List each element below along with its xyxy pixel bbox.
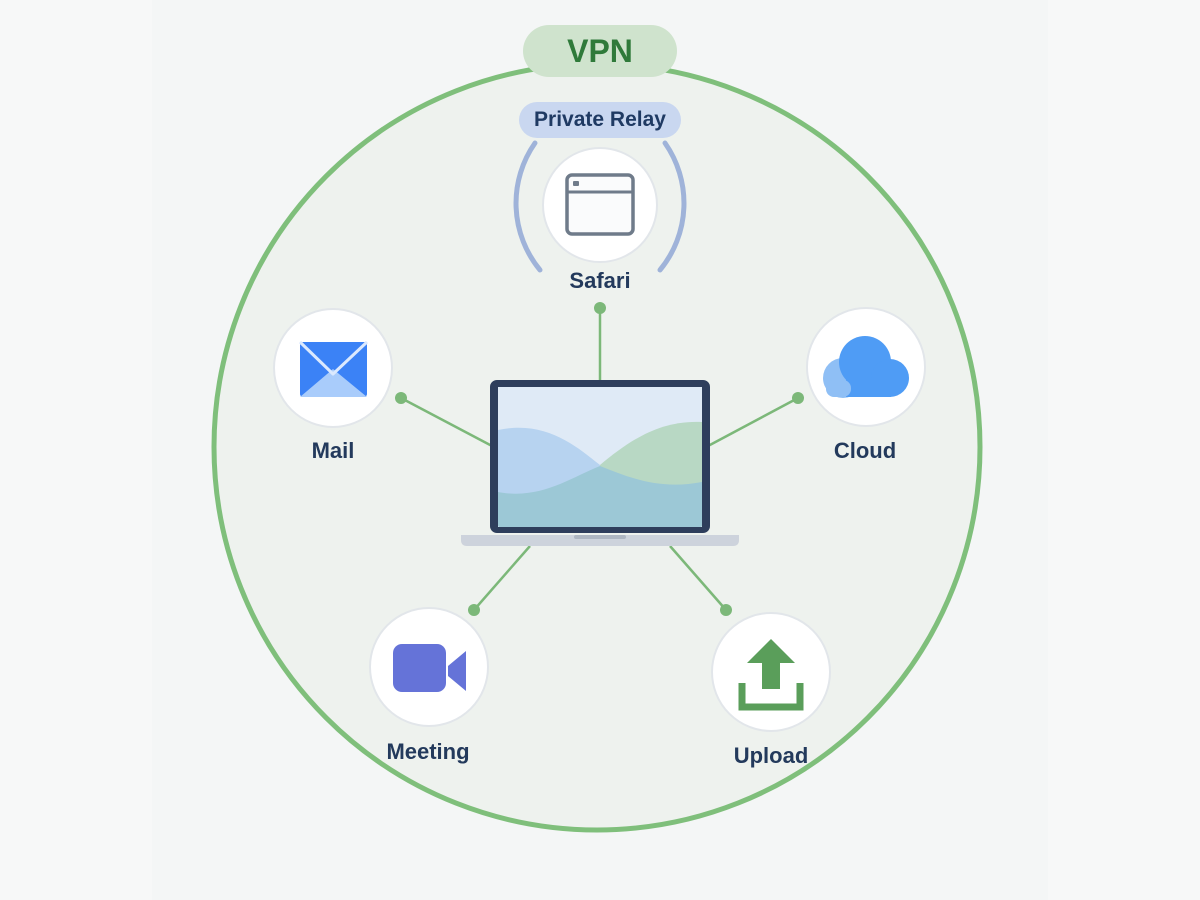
connector-meeting bbox=[473, 545, 531, 611]
meeting-node[interactable] bbox=[369, 607, 489, 727]
relay-arc-right bbox=[657, 140, 687, 273]
mail-label: Mail bbox=[311, 438, 355, 463]
connector-cloud bbox=[707, 396, 799, 448]
connector-upload bbox=[669, 545, 727, 611]
safari-label: Safari bbox=[569, 268, 631, 293]
meeting-label: Meeting bbox=[386, 739, 470, 764]
connector-dot-safari bbox=[594, 302, 606, 314]
safari-node[interactable] bbox=[542, 147, 658, 263]
laptop-base bbox=[461, 535, 739, 546]
right-margin-band bbox=[1048, 0, 1200, 900]
connectors bbox=[400, 308, 799, 611]
connector-dot-cloud bbox=[792, 392, 804, 404]
connector-dot-upload bbox=[720, 604, 732, 616]
left-margin-band bbox=[0, 0, 152, 900]
connector-dot-mail bbox=[395, 392, 407, 404]
connector-dots bbox=[395, 302, 804, 616]
cloud-icon bbox=[823, 336, 909, 398]
upload-label: Upload bbox=[733, 743, 809, 768]
mail-node[interactable] bbox=[273, 308, 393, 428]
cloud-node[interactable] bbox=[806, 307, 926, 427]
upload-node[interactable] bbox=[711, 612, 831, 732]
envelope-icon bbox=[298, 340, 369, 397]
connector-mail bbox=[400, 396, 493, 448]
video-camera-icon bbox=[393, 644, 466, 692]
upload-arrow-icon bbox=[738, 639, 804, 711]
relay-arc-left bbox=[513, 140, 543, 273]
cloud-label: Cloud bbox=[833, 438, 897, 463]
laptop-notch bbox=[574, 535, 626, 539]
laptop-wallpaper bbox=[498, 421, 702, 527]
private-relay-badge: Private Relay bbox=[519, 102, 681, 138]
connector-dot-meeting bbox=[468, 604, 480, 616]
vpn-badge: VPN bbox=[523, 25, 677, 77]
laptop-icon bbox=[461, 380, 739, 546]
browser-window-icon bbox=[565, 173, 635, 236]
